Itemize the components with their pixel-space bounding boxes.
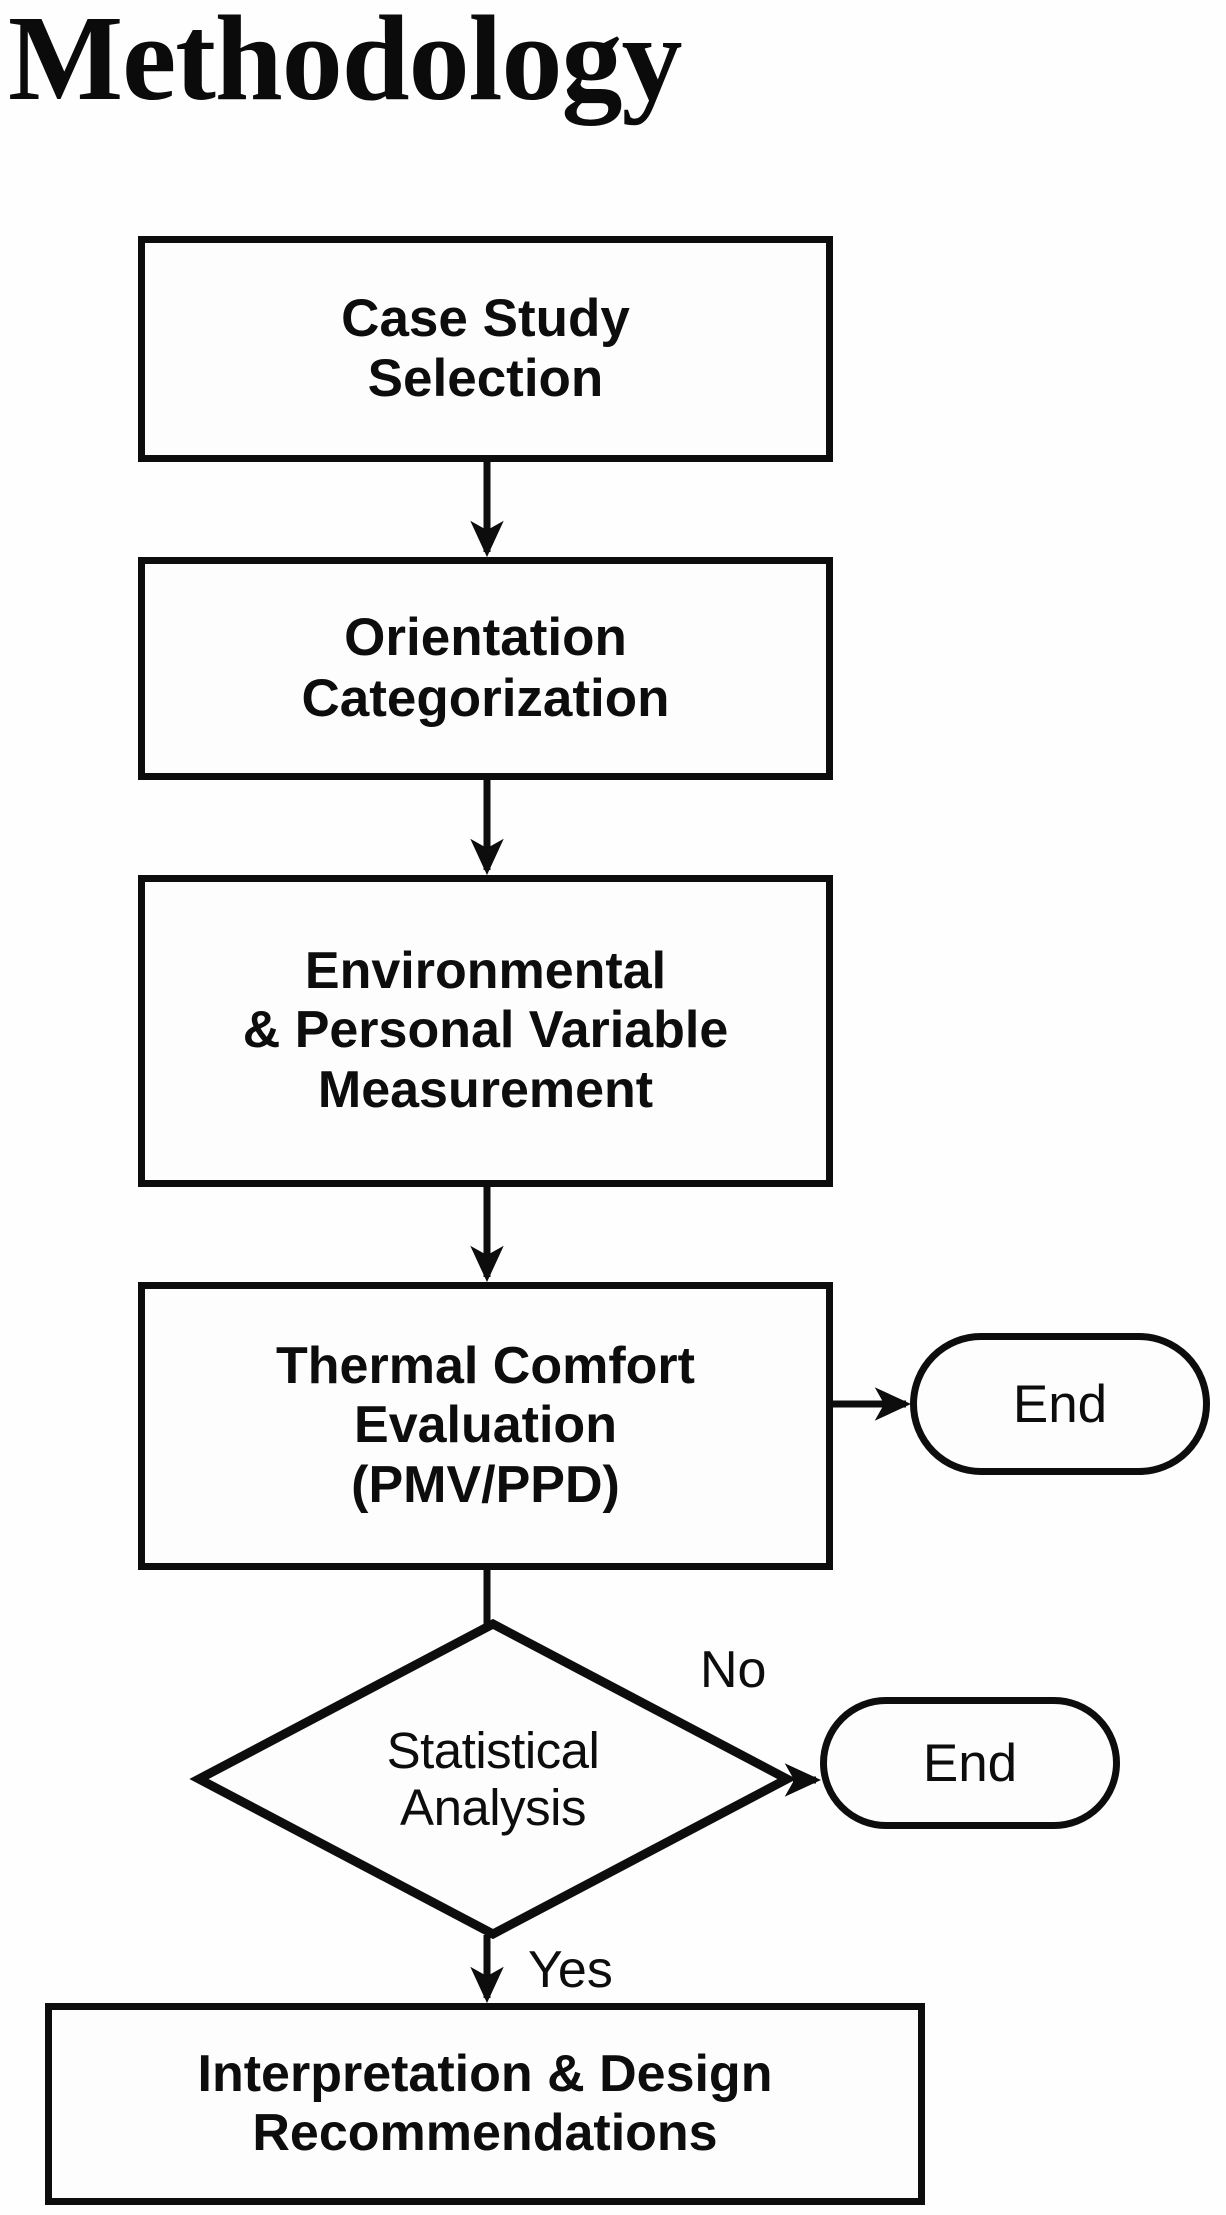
node-label-line: Orientation [344,608,627,668]
node-label-line: (PMV/PPD) [351,1455,620,1514]
decision-node-statistical-analysis[interactable]: Statistical Analysis [189,1618,797,1940]
node-label-line: Evaluation [354,1396,617,1455]
node-label-line: Selection [367,349,604,408]
edge-label-no: No [700,1641,767,1699]
diamond-shape [189,1618,797,1940]
node-label: Interpretation & Design Recommendations [198,2045,773,2164]
node-label-line: Statistical [386,1721,600,1779]
node-label: Environmental & Personal Variable Measur… [243,942,729,1120]
process-node-environmental-personal-variable-measurement[interactable]: Environmental & Personal Variable Measur… [138,875,833,1187]
node-label-line: Thermal Comfort [276,1337,695,1396]
terminal-node-end-no-branch[interactable]: End [820,1697,1120,1829]
node-label-line: Categorization [301,668,670,728]
process-node-orientation-categorization[interactable]: Orientation Categorization [138,557,833,780]
node-label: Orientation Categorization [301,608,669,729]
node-label-line: Recommendations [252,2104,718,2162]
node-label-line: Case Study [341,288,630,348]
node-label: Thermal Comfort Evaluation (PMV/PPD) [276,1337,695,1515]
node-label: End [1012,1374,1108,1434]
node-label: Statistical Analysis [193,1618,793,1940]
node-label: Case Study Selection [341,289,630,410]
terminal-node-end-top[interactable]: End [910,1333,1210,1475]
node-label-line: Measurement [317,1060,654,1119]
edge-label-yes: Yes [528,1941,613,1999]
page-title: Methodology [8,0,683,126]
process-node-interpretation-design-recommendations[interactable]: Interpretation & Design Recommendations [45,2003,925,2205]
process-node-thermal-comfort-evaluation[interactable]: Thermal Comfort Evaluation (PMV/PPD) [138,1282,833,1570]
process-node-case-study-selection[interactable]: Case Study Selection [138,236,833,462]
node-label-line: Interpretation & Design [197,2044,773,2103]
node-label-line: & Personal Variable [242,1001,729,1060]
node-label-line: Environmental [304,942,667,1001]
node-label: End [922,1733,1018,1793]
node-label-line: Analysis [400,1779,586,1836]
